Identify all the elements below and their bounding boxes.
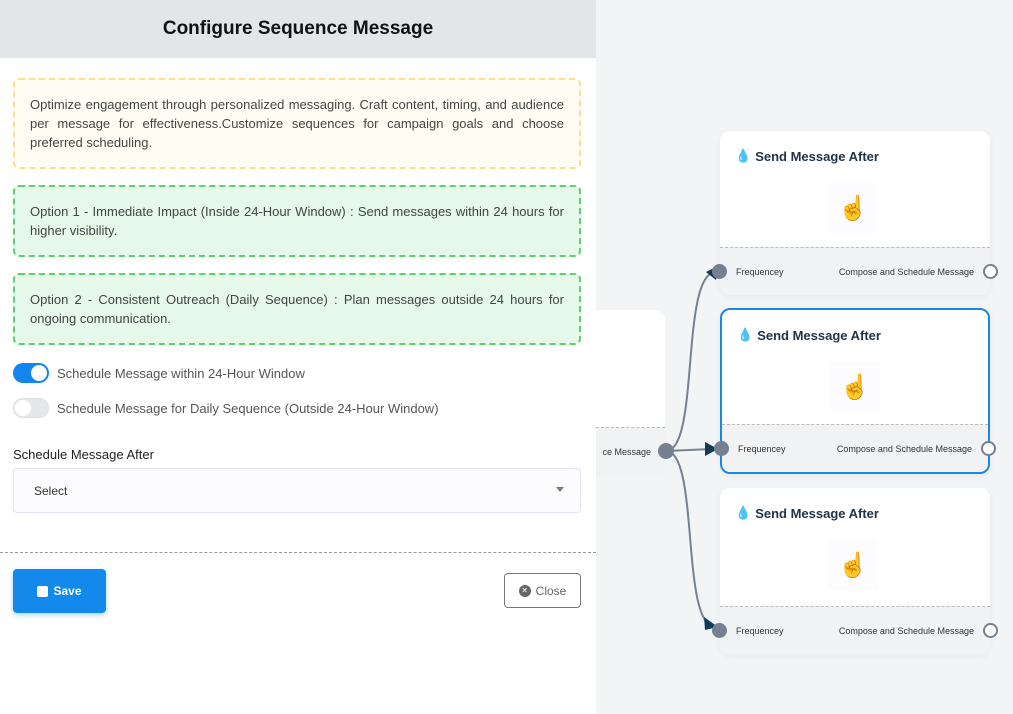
input-handle[interactable] (714, 441, 729, 456)
output-label: Compose and Schedule Message (836, 444, 972, 454)
save-button[interactable]: Save (13, 569, 106, 613)
node-title: Send Message After (757, 327, 881, 343)
pointer-hand-icon: ☝ (828, 540, 878, 590)
toggle-label: Schedule Message for Daily Sequence (Out… (57, 400, 439, 416)
input-label: Frequencey (736, 626, 784, 636)
drop-icon: 💧 (737, 327, 754, 342)
drop-icon: 💧 (735, 148, 752, 163)
output-handle[interactable] (981, 441, 996, 456)
source-output-handle[interactable] (658, 443, 674, 459)
close-label: Close (535, 583, 567, 598)
output-label: Compose and Schedule Message (838, 626, 974, 636)
schedule-after-label: Schedule Message After (13, 447, 154, 462)
input-label: Frequencey (738, 444, 786, 454)
output-handle[interactable] (983, 623, 998, 638)
output-handle[interactable] (983, 264, 998, 279)
node-title: Send Message After (755, 505, 879, 521)
close-circle-icon: ✕ (518, 584, 531, 597)
floppy-disk-icon (37, 585, 49, 597)
output-label: Compose and Schedule Message (838, 267, 974, 277)
pointer-hand-icon: ☝ (828, 183, 878, 233)
input-handle[interactable] (712, 264, 727, 279)
node-send-message-after-1[interactable]: 💧Send Message After ☝ Frequencey Compose … (712, 131, 998, 295)
option-1-note: Option 1 - Immediate Impact (Inside 24-H… (13, 185, 581, 257)
configure-panel: Configure Sequence Message Optimize enga… (0, 0, 596, 714)
panel-title: Configure Sequence Message (0, 0, 596, 58)
select-value: Select (34, 483, 68, 498)
node-send-message-after-3[interactable]: 💧Send Message After ☝ Frequencey Compose … (712, 488, 998, 654)
edge-3[interactable] (665, 450, 717, 629)
close-button[interactable]: ✕ Close (504, 573, 581, 608)
divider (0, 552, 596, 553)
arrow-2 (705, 442, 718, 456)
input-label: Frequencey (736, 267, 784, 277)
input-handle[interactable] (712, 623, 727, 638)
save-label: Save (53, 584, 82, 598)
drop-icon: 💧 (735, 505, 752, 520)
edge-1[interactable] (665, 271, 717, 452)
pointer-hand-icon: ☝ (830, 362, 880, 412)
toggle-label: Schedule Message within 24-Hour Window (57, 365, 305, 381)
node-send-message-after-2[interactable]: 💧Send Message After ☝ Frequencey Compose … (714, 308, 996, 474)
schedule-after-select[interactable]: Select (13, 468, 581, 513)
intro-note: Optimize engagement through personalized… (13, 78, 581, 169)
toggle-24-hour-window[interactable]: Schedule Message within 24-Hour Window (13, 363, 305, 383)
toggle-switch-off[interactable] (13, 398, 49, 418)
node-title: Send Message After (755, 148, 879, 164)
caret-down-icon (556, 487, 564, 496)
toggle-switch-on[interactable] (13, 363, 49, 383)
source-output-label: ce Message (602, 447, 651, 457)
toggle-daily-sequence[interactable]: Schedule Message for Daily Sequence (Out… (13, 398, 439, 418)
option-2-note: Option 2 - Consistent Outreach (Daily Se… (13, 273, 581, 345)
